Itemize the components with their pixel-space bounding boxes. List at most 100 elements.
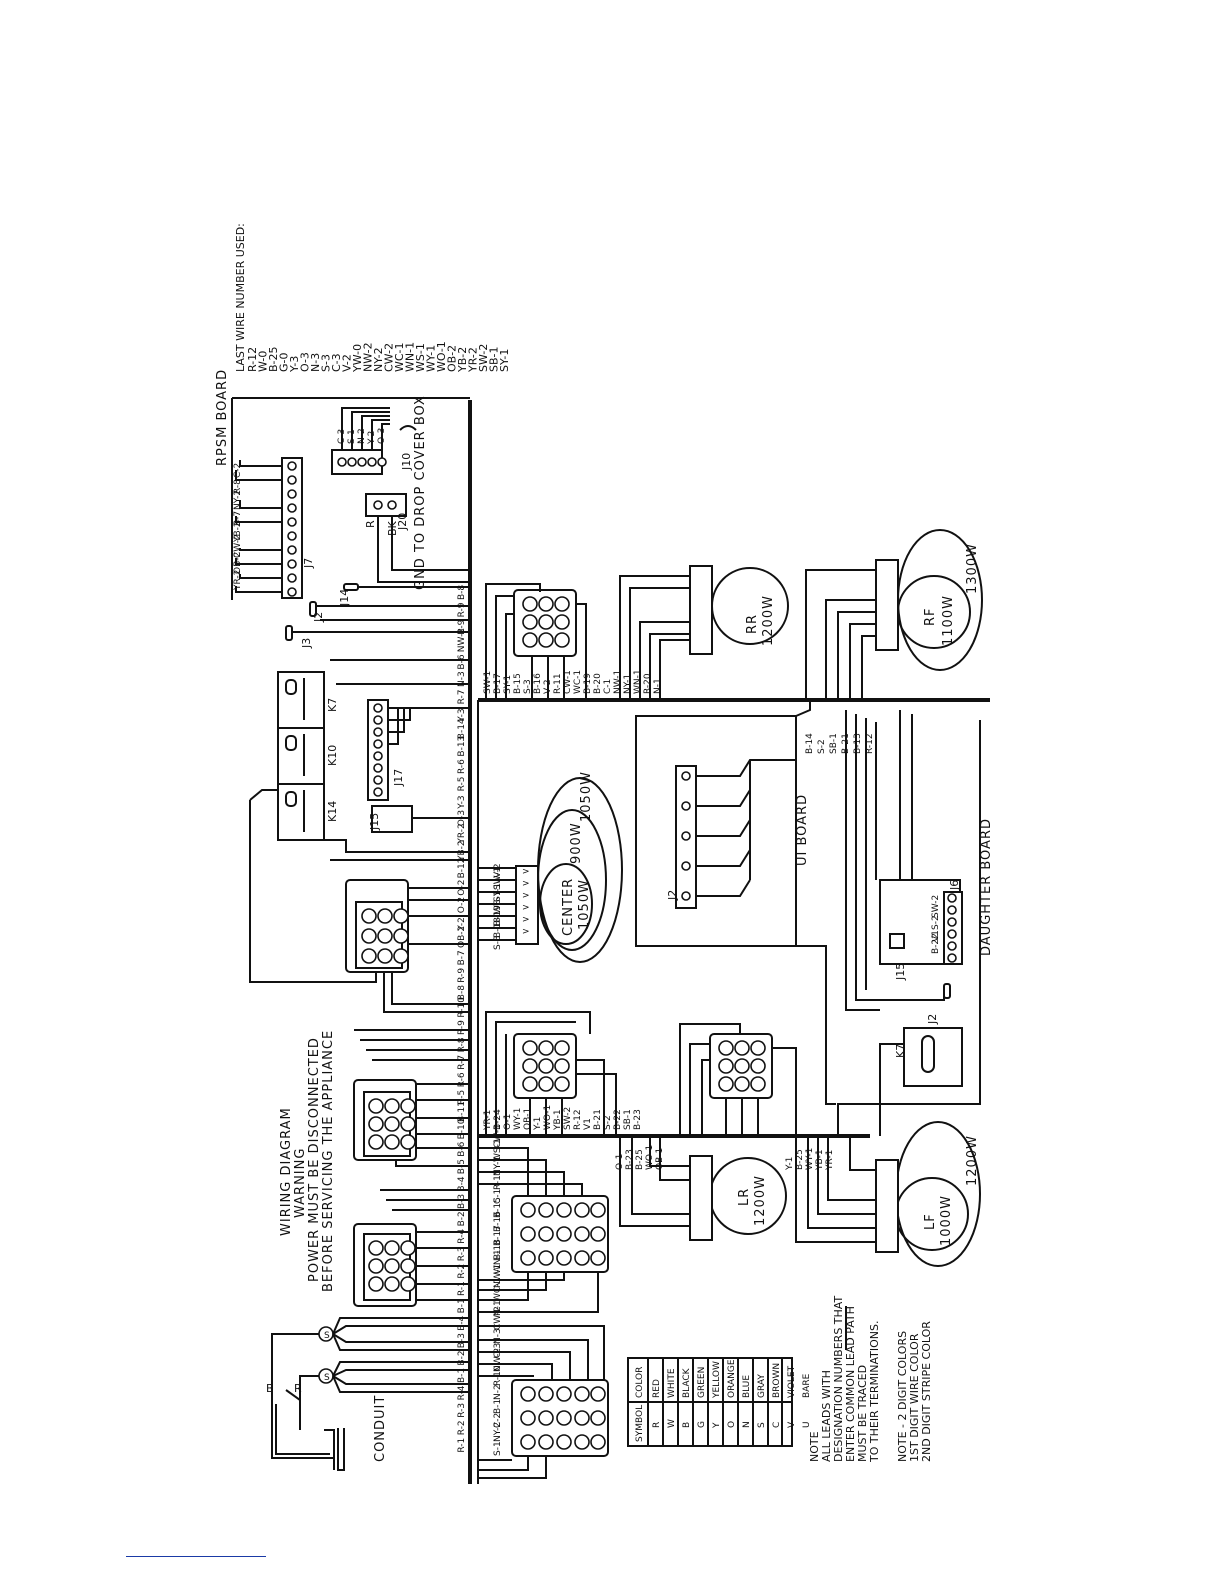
splice-s-2: S [324, 1373, 330, 1383]
left-wire-label: B-3 [457, 1333, 467, 1348]
left-wire-label: B-10 [457, 1118, 467, 1139]
last-wire-entry: YR-2 [467, 347, 480, 373]
bus-wire-label: C-1 [493, 1189, 503, 1204]
conduit-label: CONDUIT [373, 1395, 388, 1462]
rpsm-label: RPSM BOARD [215, 369, 230, 466]
bus-wire-label: B-1 [493, 1399, 503, 1414]
left-wire-label: B-3 [457, 1194, 467, 1209]
k7-bottom-label: K7 [894, 1044, 907, 1058]
color-table-cell: O [727, 1421, 737, 1428]
rr-watts: 1200W [761, 595, 776, 646]
lf-wire-label: YB-1 [815, 1149, 825, 1171]
bus-wire-label: N-2 [493, 1384, 503, 1400]
color-table-cell: C [772, 1422, 782, 1428]
mid-wire-label: Y-1 [533, 1117, 543, 1131]
ui-wire-label: SB-1 [829, 733, 839, 754]
mid-wire-label: YR-1 [483, 1110, 493, 1131]
j20-r-label: R [364, 520, 377, 528]
warning-line-1: WARNING [293, 1148, 308, 1218]
relay-k10 [277, 727, 325, 785]
right-wire-label: NY-1 [623, 674, 633, 694]
rr-name: RR [745, 614, 760, 634]
mid-wire-label: R-12 [573, 1109, 583, 1130]
j10-label: J10 [400, 453, 413, 471]
last-wire-entry: WS-1 [414, 343, 427, 372]
ui-board-label: UI BOARD [795, 794, 810, 866]
mid-wire-label: YB-1 [553, 1109, 563, 1131]
left-wire-label: B-13 [457, 736, 467, 757]
left-wire-label: R-9 [457, 602, 467, 617]
left-wire-label: B-6 [457, 654, 467, 669]
color-table-cell: W [667, 1419, 677, 1428]
bus-wire-label: R-11 [493, 1169, 503, 1190]
j7-wire-labels: C-2R-8NY-2B-7YB-2CW-2OB-2YR-2 [233, 463, 243, 591]
color-table-text: COLORSYMBOLREDRWHITEWBLACKBGREENGYELLOWY… [635, 1359, 812, 1442]
mid-wire-label: SB-1 [623, 1109, 633, 1130]
bus-wire-label: C-2 [493, 1413, 503, 1428]
color-table-cell: VIOLET [787, 1365, 797, 1398]
color-table-cell: S [757, 1422, 767, 1428]
j10-wire-label: O-3 [377, 428, 387, 444]
j7-label: J7 [302, 558, 315, 569]
j7-wire-label: NY-2 [233, 490, 243, 510]
left-wire-label: B-2 [457, 1211, 467, 1226]
color-table-cell: R [652, 1422, 662, 1428]
center-wire-label: SW-1 [493, 867, 503, 890]
left-wire-label: B-11 [457, 1101, 467, 1122]
bus-wire-label: WS-1 [493, 1138, 503, 1162]
splice-label-b: B [266, 1382, 274, 1395]
left-wire-label: R-2 [457, 1264, 467, 1279]
left-wire-label: R-6 [457, 759, 467, 774]
center-wire-labels: V-2SW-1SY-1WS-1B-19B-18S-3 [493, 863, 503, 950]
note-line: 2ND DIGIT STRIPE COLOR [920, 1321, 933, 1462]
last-wire-entry: SW-2 [477, 344, 490, 372]
ui-board [635, 700, 811, 947]
right-wire-label: SY-1 [503, 675, 513, 694]
lr-element [619, 1136, 787, 1241]
k7-label: K7 [326, 698, 339, 712]
left-wire-label: R-5 [457, 1090, 467, 1105]
k14-return [249, 800, 377, 983]
left-wire-label: O-2 [457, 897, 467, 913]
splice-label-r: R [294, 1382, 302, 1395]
j15-connector-top [371, 805, 413, 833]
daughter-wire-label: SW-2 [931, 895, 941, 918]
mid-wire-label: SW-2 [563, 1107, 573, 1130]
last-wire-entry: YW-0 [351, 344, 364, 373]
color-table-cell: ORANGE [727, 1359, 737, 1398]
warning-line-3: BEFORE SERVICING THE APPLIANCE [321, 1030, 336, 1292]
svg-text:>: > [522, 867, 530, 877]
mid-wire-label: WO-1 [543, 1105, 553, 1130]
plug-block-mid-left [485, 1011, 617, 1136]
left-wire-label: YR-2 [457, 823, 467, 844]
gnd-wire-r [377, 516, 470, 583]
lf-watts: 1000W [939, 1195, 954, 1246]
j7-wire-label: B-7 [233, 511, 243, 526]
left-wire-label: B-2 [457, 1350, 467, 1365]
mid-wire-label: B-23 [633, 1109, 643, 1130]
bus-wire-label: B-15 [493, 1197, 503, 1218]
relay-k14 [277, 783, 325, 841]
center-wire-label: B-19 [493, 905, 503, 926]
color-table-cell: G [697, 1421, 707, 1428]
right-wire-label: B-20 [593, 673, 603, 694]
labels: RPSM BOARD LAST WIRE NUMBER USED: GND TO… [215, 223, 994, 1462]
rpsm-board [231, 397, 470, 983]
lr-wire-label: B-23 [625, 1149, 635, 1170]
right-wire-label: SW-1 [483, 671, 493, 694]
last-wire-entry: G-0 [278, 353, 291, 373]
bus-wire-label: N-3 [493, 1328, 503, 1344]
j7-pins [287, 461, 297, 597]
last-wire-entry: V-2 [341, 354, 354, 372]
svg-text:>: > [522, 903, 530, 913]
left-wire-label: B-12 [457, 858, 467, 879]
left-wire-label: NW-2 [457, 628, 467, 652]
color-table-cell: Y [712, 1422, 722, 1429]
left-wire-label: B-4 [457, 1315, 467, 1330]
last-wire-entry: CW-2 [383, 343, 396, 372]
left-wire-label: R-4 [457, 1229, 467, 1244]
rf-element [805, 529, 983, 700]
last-wire-entry: WC-1 [393, 342, 406, 372]
